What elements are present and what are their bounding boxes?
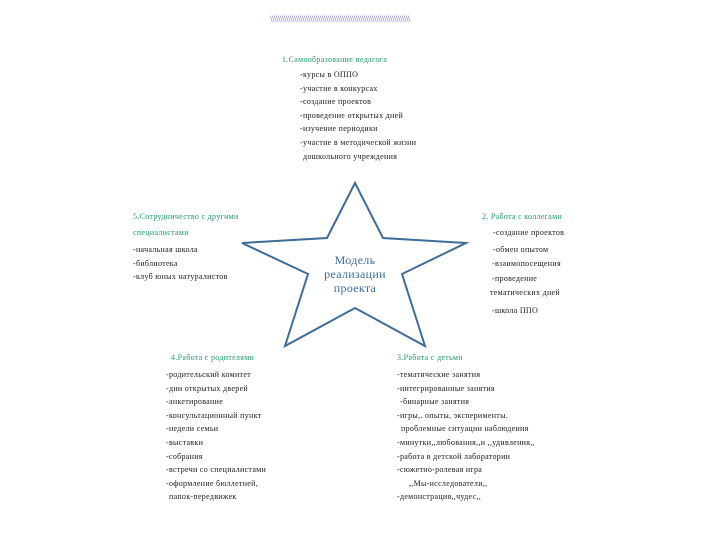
list-item: -тематические занятия	[397, 370, 481, 379]
block5-list: -начальная школа -библиотека -клуб юных …	[133, 243, 228, 284]
list-item: -собрания	[166, 451, 203, 461]
list-item: -изучение периодики	[300, 124, 378, 134]
list-item: -выставки	[166, 437, 204, 447]
list-item: -анкетирование	[166, 397, 224, 407]
list-item: -оформление бюллетней,	[166, 478, 259, 488]
block2-heading: 2. Работа с коллегами	[482, 212, 563, 221]
block1-heading: 1.Самообразование педагога	[282, 55, 388, 64]
list-item: проблемные ситуации наблюдения	[401, 424, 529, 434]
block3-list: -тематические занятия -интегрированные з…	[397, 368, 535, 504]
center-label-line-2: реализации	[324, 267, 386, 281]
list-item: -минутки,,любования,,и ,,удивления,,	[397, 437, 535, 447]
block5-heading-line-2: специалистами	[133, 228, 189, 237]
list-item: -недели семьи	[166, 424, 219, 434]
center-label-line-1: Модель	[334, 253, 376, 267]
block5-heading-line-1: 5.Сотрудничество с другими	[133, 212, 239, 221]
list-item: -родительский комитет	[166, 370, 251, 379]
block1-list: -курсы в ОППО -участие в конкурсах -созд…	[300, 68, 416, 163]
list-item: -бинарные занятия	[400, 397, 470, 407]
list-item: -консультационный пункт	[166, 410, 262, 420]
center-label: Модель реализации проекта	[300, 253, 410, 295]
list-item: -проведение	[492, 274, 538, 283]
list-item: дошкольного учреждения	[303, 151, 398, 161]
center-label-line-3: проекта	[333, 281, 377, 295]
list-item: -обмен опытом	[493, 245, 549, 254]
list-item: -начальная школа	[133, 245, 198, 254]
list-item: тематических дней	[490, 288, 560, 297]
list-item: папок-передвижек	[169, 492, 237, 502]
list-item: -участие в конкурсах	[300, 83, 378, 93]
list-item: -встречи со специалистами	[166, 465, 267, 475]
list-item: -создание проектов	[300, 97, 372, 107]
list-item: -игры,. опыты, эксперименты.	[397, 410, 509, 420]
list-item: -создание проектов	[493, 228, 565, 237]
list-item: -дни открытых дверей	[166, 383, 249, 393]
list-item: -проведение открытых дней	[300, 110, 404, 120]
list-item: -взаимопосещения	[492, 259, 561, 268]
decorative-line: \\\\\\\\\\\\\\\\\\\\\\\\\\\\\\\\\\\\\\\\…	[270, 14, 411, 24]
list-item: -участие в методической жизни	[300, 137, 417, 147]
block3-heading: 3.Работа с детьми	[397, 353, 463, 362]
list-item: -сюжетно-ролевая игра	[397, 465, 483, 475]
list-item: -курсы в ОППО	[300, 70, 359, 79]
block4-list: -родительский комитет -дни открытых двер…	[166, 368, 266, 504]
list-item: -клуб юных натуралистов	[133, 272, 228, 282]
list-item: ,,Мы-исследователи,,	[409, 478, 488, 488]
block4-heading: 4.Работа с родителями	[171, 353, 255, 362]
star-outline	[241, 180, 470, 349]
list-item: -библиотека	[133, 258, 178, 268]
list-item: -школа ППО	[492, 306, 539, 315]
list-item: -интегрированные занятия	[397, 383, 495, 393]
list-item: -работа в детской лаборатории	[397, 451, 511, 461]
list-item: -демонстрация,,чудес,,	[397, 492, 482, 502]
